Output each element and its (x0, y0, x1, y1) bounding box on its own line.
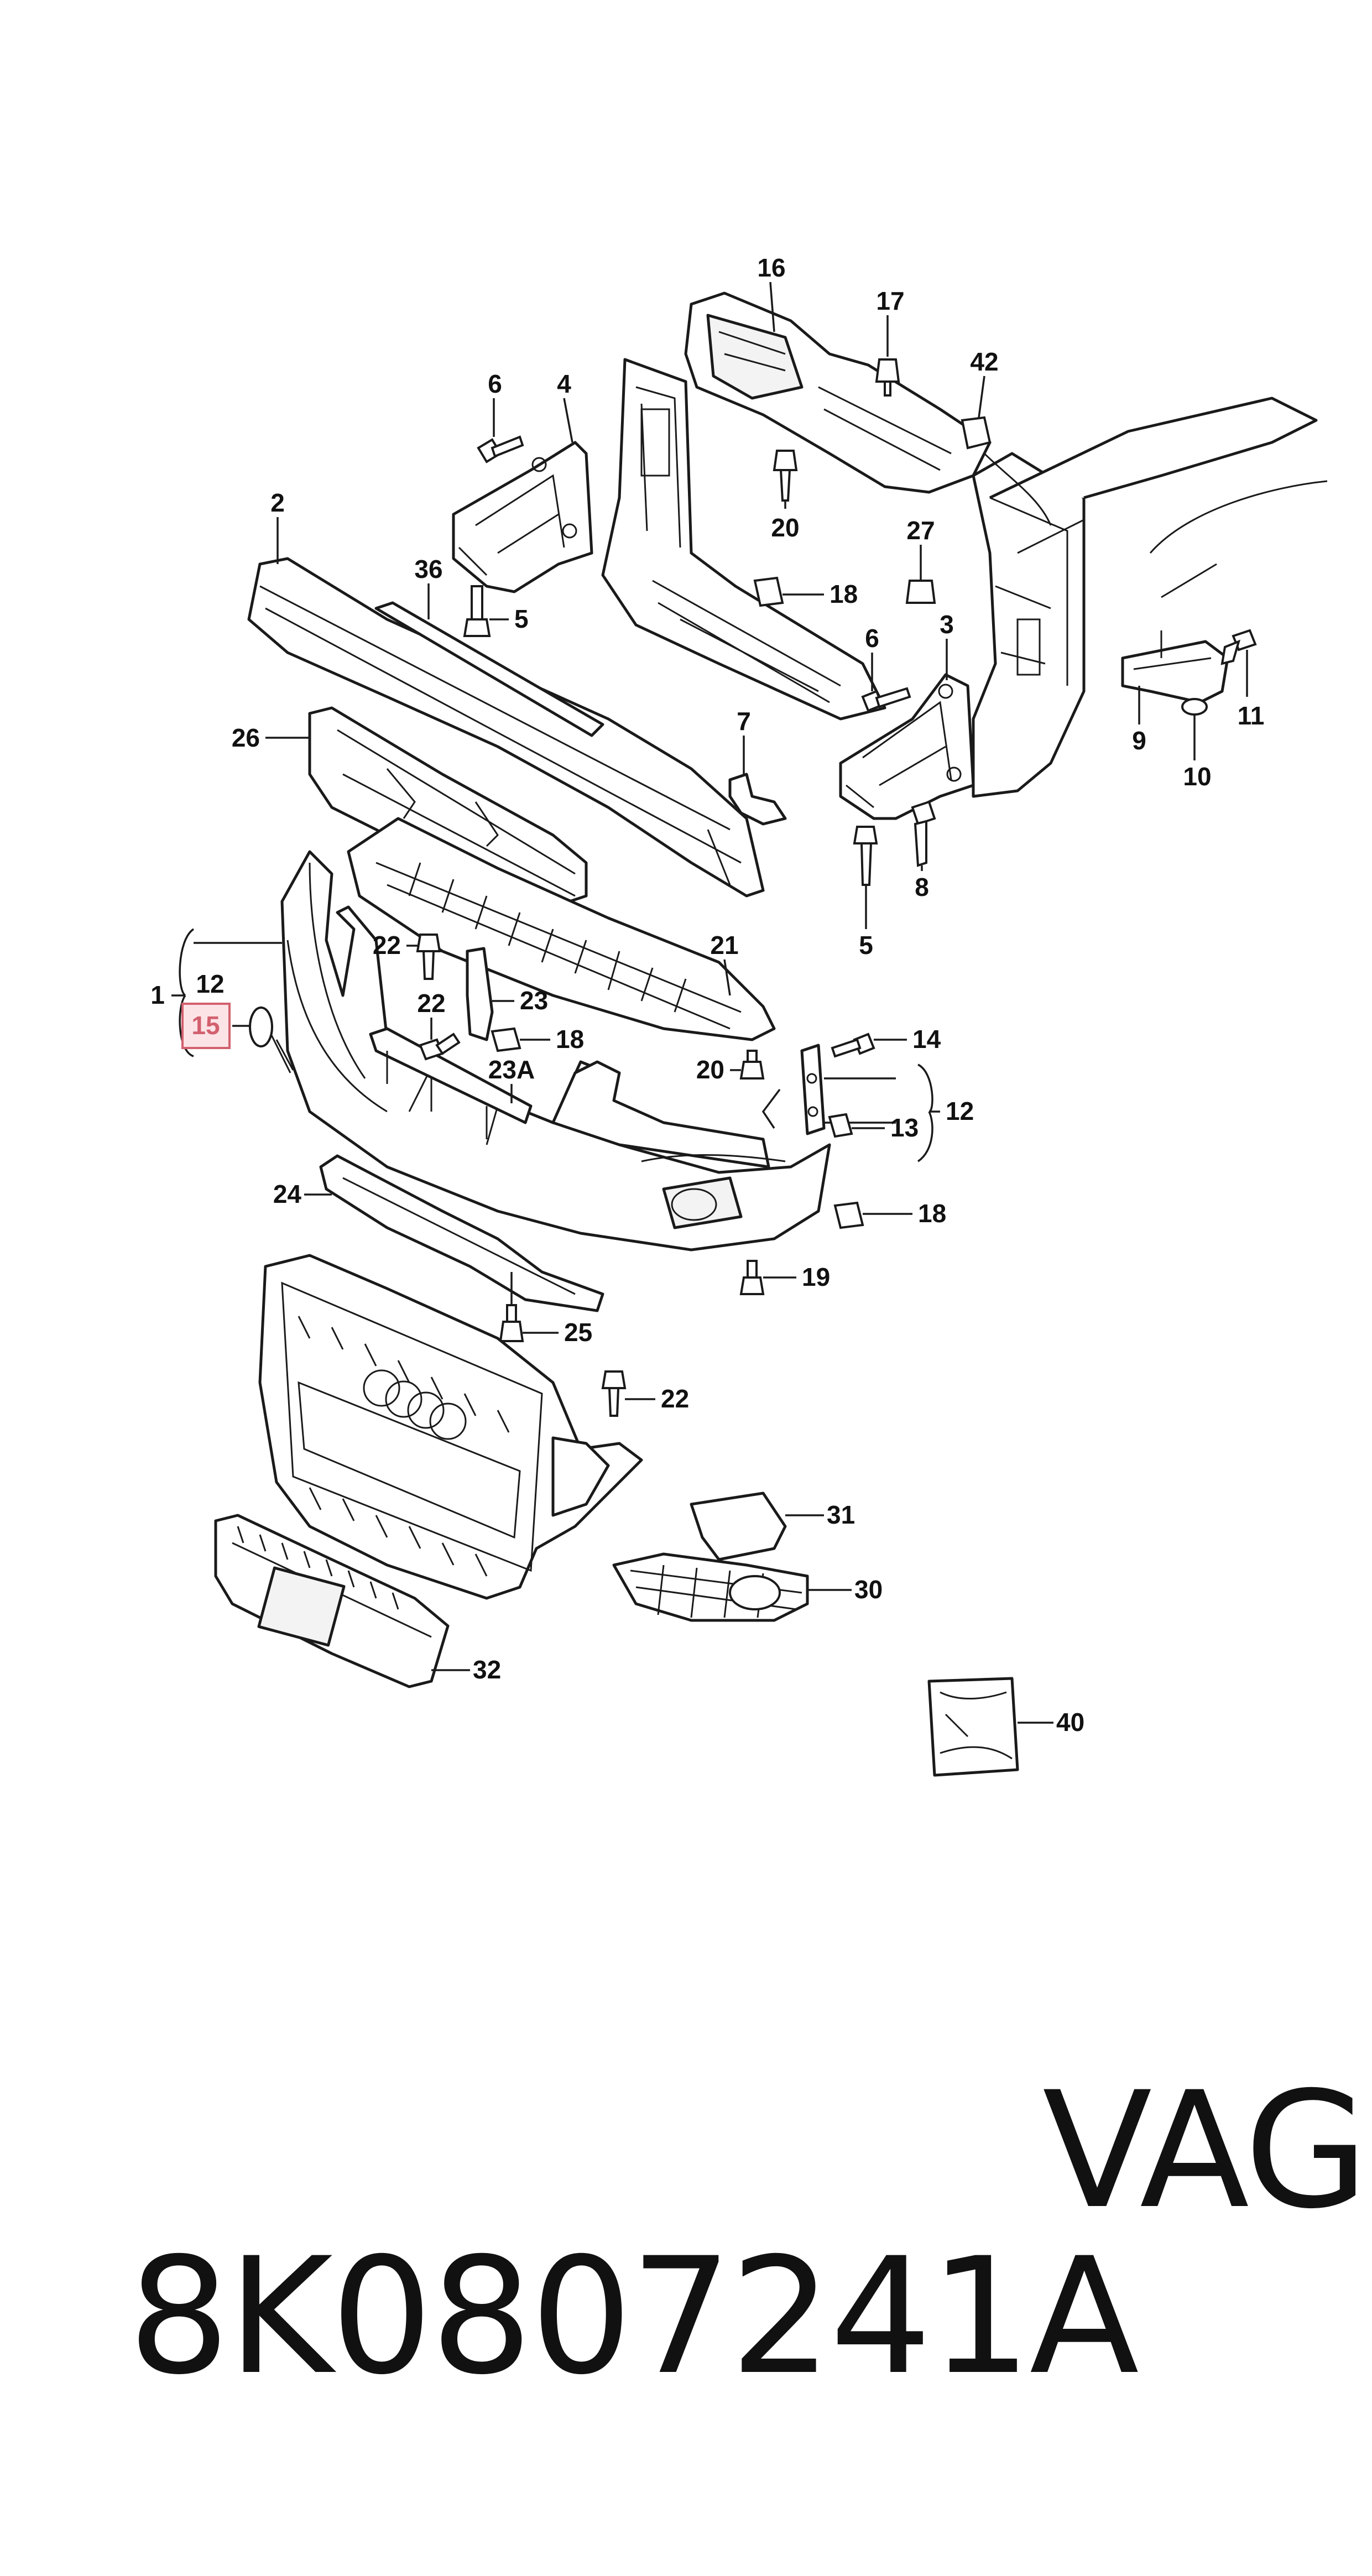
part-20-screw-middle (730, 1050, 765, 1080)
part-1-bumper-cover (280, 850, 831, 1252)
label-2: 2 (270, 488, 285, 517)
label-20-middle: 20 (696, 1055, 724, 1084)
part-18-clip-lower (833, 1201, 912, 1229)
part-3-bracket-right (839, 639, 975, 820)
part-4-bracket-left (452, 398, 593, 593)
part-5-bolt-lower (853, 826, 878, 929)
footer-part-number: 8K0807241A (128, 2224, 1139, 2410)
part-22-bolt-middle (419, 1018, 461, 1061)
label-40: 40 (1056, 1708, 1084, 1737)
part-18-clip-top (753, 576, 824, 607)
label-26: 26 (232, 723, 260, 752)
footer-caption: 8K0807241A VAG (30, 2068, 1368, 2400)
radiator-grille (258, 1254, 643, 1600)
part-13-nut (828, 1113, 885, 1138)
label-19: 19 (802, 1263, 830, 1291)
part-30-fog-grille (612, 1552, 852, 1622)
label-23a: 23A (488, 1055, 535, 1084)
part-19-screw (739, 1260, 796, 1295)
part-22-bolt-upper (406, 934, 441, 980)
label-20-top: 20 (771, 513, 799, 542)
label-7: 7 (737, 707, 751, 736)
label-18-middle: 18 (556, 1025, 584, 1054)
label-21: 21 (710, 931, 738, 960)
part-10-grommet (1181, 698, 1208, 760)
part-21-air-guide (347, 817, 776, 1041)
label-42: 42 (970, 347, 998, 376)
label-31: 31 (827, 1500, 855, 1529)
label-5-lower: 5 (859, 931, 873, 960)
part-27-nut (905, 545, 936, 604)
part-8-bolt (911, 800, 936, 871)
label-5-upper: 5 (514, 604, 529, 633)
label-12-left: 12 (196, 969, 224, 998)
label-17: 17 (876, 286, 904, 315)
label-30: 30 (854, 1575, 883, 1604)
part-labels: 16 17 42 6 4 2 20 27 36 18 5 3 6 11 7 26… (150, 253, 1264, 1737)
label-25: 25 (564, 1318, 592, 1347)
label-18-top: 18 (830, 580, 858, 608)
part-15-tow-cap (232, 1007, 294, 1073)
part-23-bracket (466, 947, 514, 1041)
part-32-lower-grille (214, 1514, 470, 1688)
part-20-screw-top (773, 450, 798, 509)
label-3: 3 (940, 610, 954, 639)
label-16: 16 (757, 253, 785, 282)
part-6-bolt-left (477, 398, 524, 463)
part-1-group-bracket (171, 928, 282, 1057)
label-27: 27 (906, 516, 935, 545)
label-6-right: 6 (865, 624, 879, 653)
label-4: 4 (557, 369, 571, 398)
label-9: 9 (1132, 726, 1146, 755)
label-1: 1 (150, 981, 165, 1009)
part-12-guide-bracket (761, 1044, 940, 1162)
part-24-lower-bracket (304, 1154, 604, 1312)
label-18-lower: 18 (918, 1199, 946, 1228)
label-14: 14 (912, 1025, 941, 1054)
part-14-screw (831, 1033, 907, 1058)
part-40-bag (927, 1677, 1053, 1777)
parts-diagram: 16 17 42 6 4 2 20 27 36 18 5 3 6 11 7 26… (150, 253, 1328, 1777)
part-9-bracket (1121, 630, 1229, 724)
part-23a-bracket (369, 1027, 533, 1139)
label-13: 13 (890, 1113, 919, 1142)
part-6-bolt-right (861, 653, 911, 712)
part-11-screw (1220, 629, 1257, 697)
label-12-right: 12 (946, 1097, 974, 1125)
part-31-trim (690, 1492, 824, 1561)
part-22-bolt-lower (601, 1370, 655, 1417)
label-22-upper: 22 (373, 931, 401, 960)
label-22-middle: 22 (417, 989, 445, 1018)
label-22-lower: 22 (661, 1384, 689, 1413)
part-42-clip-nut (961, 376, 992, 450)
part-5-bolt-upper (463, 585, 509, 637)
label-8: 8 (915, 873, 929, 901)
label-32: 32 (473, 1655, 501, 1684)
part-18-clip-middle (491, 1027, 550, 1052)
footer-brand: VAG (1042, 2058, 1369, 2244)
label-23: 23 (520, 986, 548, 1015)
part-36-strip (374, 583, 604, 737)
label-6-left: 6 (488, 369, 502, 398)
part-7-bracket (728, 736, 787, 826)
label-15: 15 (191, 1011, 220, 1040)
label-15-highlight (181, 1003, 231, 1049)
part-26-absorber (265, 706, 588, 909)
lock-carrier-structure (601, 358, 1328, 798)
label-11: 11 (1238, 701, 1265, 730)
part-17-clip (875, 315, 900, 397)
label-24: 24 (273, 1180, 302, 1208)
part-16-air-guide (684, 281, 992, 494)
label-36: 36 (414, 555, 442, 583)
part-25-bolt (499, 1272, 559, 1342)
label-10: 10 (1183, 762, 1211, 791)
